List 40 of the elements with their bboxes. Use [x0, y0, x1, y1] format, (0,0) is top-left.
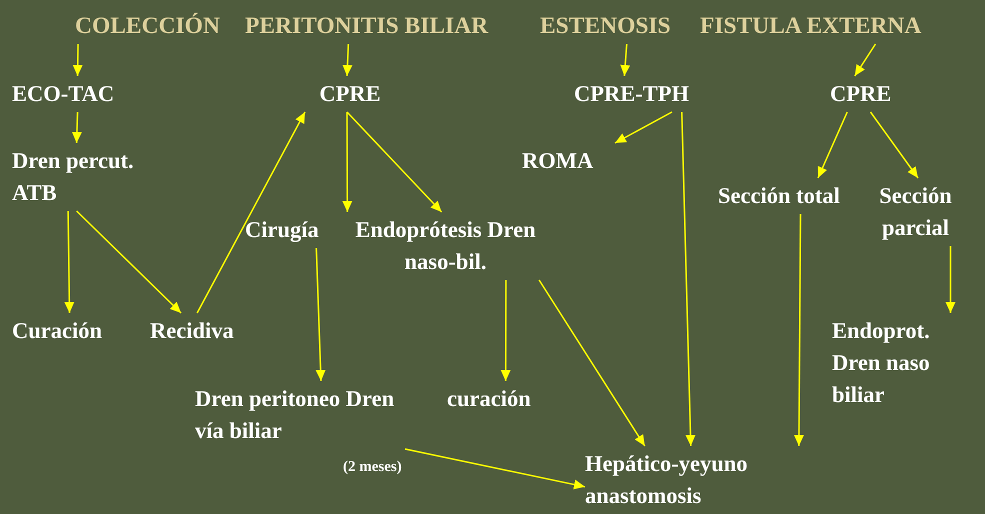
arrow [316, 248, 326, 382]
step-text: Sección total [718, 178, 843, 214]
step-text: Endoprot. Dren naso biliar [832, 313, 982, 413]
step-text: ROMA [522, 143, 622, 179]
arrow [346, 111, 442, 213]
step-text: Dren percut. ATB [12, 143, 182, 211]
arrow [538, 280, 646, 446]
arrow [870, 112, 919, 178]
step-text: ECO-TAC [12, 76, 127, 112]
step-text: curación [447, 381, 562, 417]
arrow [946, 246, 956, 313]
step-text: Curación [12, 313, 137, 349]
step-text: CPRE [300, 76, 400, 112]
arrow [64, 210, 74, 314]
arrow [620, 44, 630, 76]
arrow [404, 448, 586, 490]
arrow [72, 112, 82, 144]
step-text: Dren peritoneo Dren vía biliar [195, 381, 405, 449]
step-text: Sección parcial [853, 178, 978, 246]
category-heading: PERITONITIS BILIAR [245, 8, 517, 44]
arrow [342, 112, 352, 212]
arrow [72, 44, 83, 76]
arrow [681, 112, 696, 446]
category-heading: COLECCIÓN [75, 8, 227, 44]
arrow [614, 111, 672, 144]
step-text: CPRE-TPH [574, 76, 714, 112]
step-text: Recidiva [150, 313, 265, 349]
step-text: Hepático-yeyuno anastomosis [585, 446, 815, 514]
arrow [794, 214, 804, 446]
arrow [76, 210, 182, 314]
arrow [817, 112, 848, 178]
category-heading: FISTULA EXTERNA [700, 8, 970, 44]
step-text: CPRE [830, 76, 905, 112]
category-heading: ESTENOSIS [540, 8, 687, 44]
step-text: Endoprótesis Dren naso-bil. [348, 212, 543, 280]
duration-note: (2 meses) [343, 458, 402, 477]
arrow [196, 112, 306, 314]
arrow [854, 44, 876, 76]
arrow [500, 280, 511, 381]
arrow [342, 44, 352, 76]
